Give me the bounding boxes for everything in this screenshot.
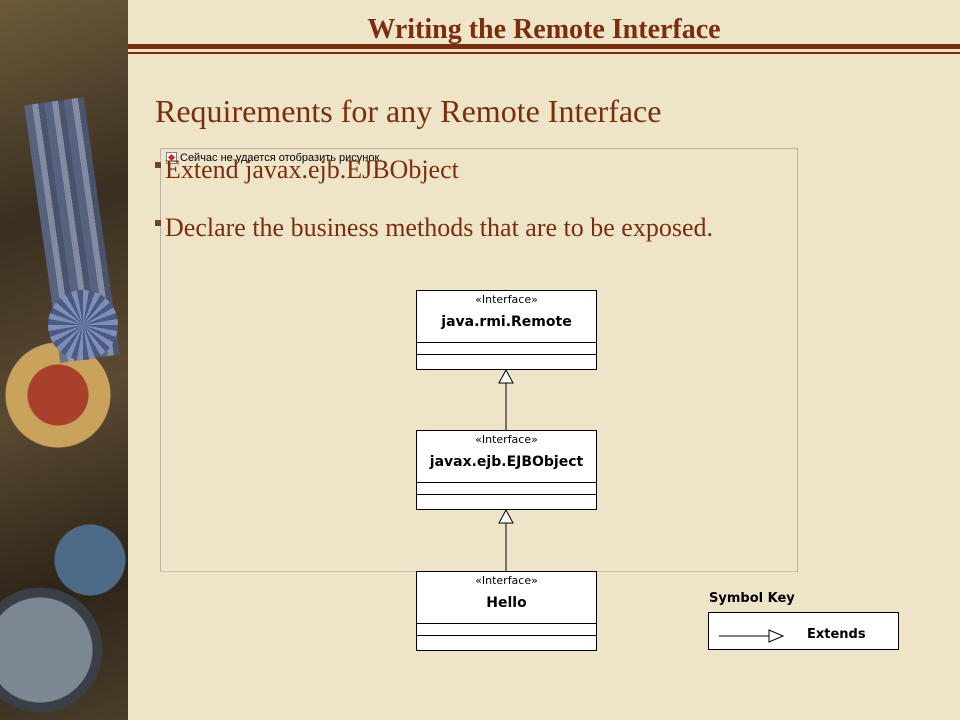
bullet-text: Extend javax.ejb.EJBObject xyxy=(165,155,459,184)
uml-class-name: javax.ejb.EJBObject xyxy=(429,454,584,470)
slide-heading: Requirements for any Remote Interface xyxy=(155,93,662,129)
uml-class-name: java.rmi.Remote xyxy=(441,314,572,330)
hollow-arrowhead-icon xyxy=(498,368,514,384)
missing-image-notice: Сейчас не удается отобразить рисунок. xyxy=(166,152,382,164)
uml-divider xyxy=(417,342,596,343)
bullet-item: Extend javax.ejb.EJBObject xyxy=(155,153,755,187)
broken-image-icon xyxy=(166,152,177,164)
title-rule-thin xyxy=(128,52,960,54)
uml-stereotype: «Interface» xyxy=(475,574,538,587)
bullet-square-icon xyxy=(155,220,161,226)
symbol-key-extends-label: Extends xyxy=(807,627,866,642)
slide-title: Writing the Remote Interface xyxy=(367,14,721,45)
uml-class-box: «Interface» javax.ejb.EJBObject xyxy=(416,430,597,510)
uml-divider xyxy=(417,494,596,495)
uml-divider xyxy=(417,354,596,355)
uml-stereotype: «Interface» xyxy=(475,293,538,306)
uml-class-box: «Interface» Hello xyxy=(416,571,597,651)
symbol-key-title: Symbol Key xyxy=(709,591,795,606)
uml-class-box: «Interface» java.rmi.Remote xyxy=(416,290,597,370)
uml-class-name: Hello xyxy=(486,595,527,611)
symbol-key-box: Extends xyxy=(708,612,899,650)
uml-divider xyxy=(417,635,596,636)
extends-arrow-icon xyxy=(719,629,785,643)
uml-divider xyxy=(417,623,596,624)
hollow-arrowhead-icon xyxy=(498,508,514,524)
decorative-sidebar-image xyxy=(0,0,128,720)
missing-image-text: Сейчас не удается отобразить рисунок. xyxy=(180,152,383,164)
bullet-text: Declare the business methods that are to… xyxy=(165,213,713,242)
uml-stereotype: «Interface» xyxy=(475,433,538,446)
uml-divider xyxy=(417,482,596,483)
bullet-item: Declare the business methods that are to… xyxy=(155,211,755,245)
bullet-square-icon xyxy=(155,162,161,168)
title-rule-thick xyxy=(128,44,960,49)
medal-rosette xyxy=(48,290,118,360)
